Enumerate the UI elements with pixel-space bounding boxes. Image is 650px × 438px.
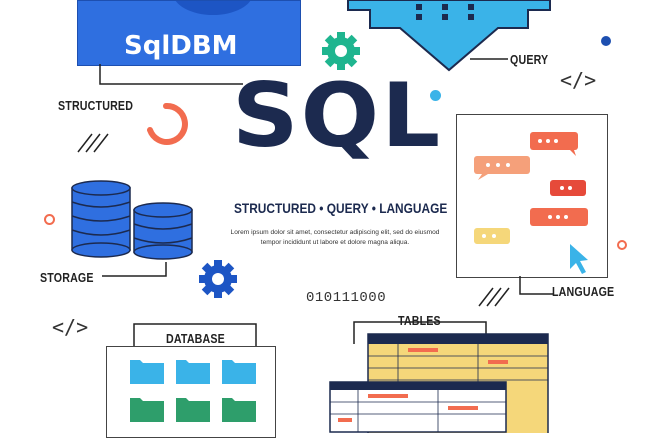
slash-marks-right: [478, 287, 510, 307]
logo-circle-decoration: [173, 1, 253, 15]
database-connector-line: [133, 323, 257, 346]
table-graphic: [329, 333, 549, 433]
tables-connector-line: [353, 321, 487, 344]
binary-text: 010111000: [306, 290, 387, 306]
logo-box: SqlDBM: [77, 0, 301, 66]
page-title: SQL: [232, 64, 443, 167]
logo-text: SqlDBM: [124, 31, 238, 61]
code-icon: </>: [560, 68, 597, 92]
label-storage: STORAGE: [40, 270, 94, 285]
lorem-text: Lorem ipsum dolor sit amet, consectetur …: [230, 229, 440, 246]
slash-marks-left: [77, 133, 109, 153]
code-icon-left: </>: [52, 315, 89, 339]
dot-orange-ring: [44, 214, 55, 225]
cursor-icon: [570, 244, 588, 274]
dot-sky: [430, 90, 441, 101]
folder-icon: [130, 360, 256, 422]
gear-icon: [322, 32, 360, 70]
label-structured: STRUCTURED: [58, 98, 134, 113]
dot-orange-ring-2: [617, 240, 627, 250]
language-connector-line: [519, 276, 554, 295]
chat-bubble-icon: [474, 132, 588, 274]
arc-decoration: [147, 102, 188, 145]
label-tables: TABLES: [398, 313, 441, 328]
query-connector-line: [470, 58, 508, 60]
label-database: DATABASE: [166, 331, 225, 346]
label-query: QUERY: [510, 52, 549, 67]
structured-connector-line: [99, 64, 243, 85]
arrow-down-icon: [347, 0, 551, 72]
subtitle: STRUCTURED • QUERY • LANGUAGE: [234, 200, 448, 216]
gear-icon-blue: [199, 260, 237, 298]
storage-connector-line: [102, 262, 167, 277]
database-stack-icon: [71, 180, 193, 260]
dot-navy: [601, 36, 611, 46]
label-language: LANGUAGE: [552, 284, 615, 299]
